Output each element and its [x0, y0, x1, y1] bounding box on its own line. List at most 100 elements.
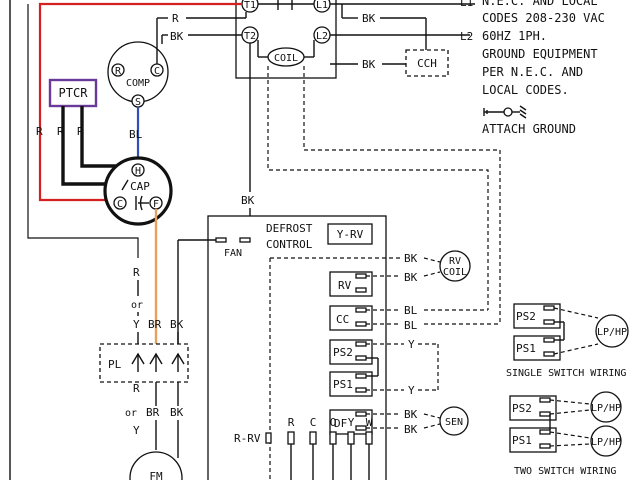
contactor-l1-terminal: L1 [313, 0, 331, 13]
svg-text:R: R [115, 66, 122, 77]
svg-text:O: O [330, 416, 337, 429]
wire-label-or-motor: or [125, 408, 137, 419]
svg-text:RV: RV [338, 279, 352, 292]
fan-terminals: FAN [215, 237, 251, 259]
contactor-t1-terminal: T1 [241, 0, 259, 13]
ptcr-label: PTCR [59, 86, 89, 100]
wire-label-bk-df2: BK [404, 423, 418, 436]
svg-text:ATTACH GROUND: ATTACH GROUND [482, 122, 576, 136]
svg-text:S: S [135, 97, 141, 108]
svg-text:LOCAL CODES.: LOCAL CODES. [482, 83, 569, 97]
svg-text:CAP: CAP [130, 180, 150, 193]
compressor-comp: COMP R C S [107, 41, 169, 108]
svg-text:FM: FM [149, 470, 163, 480]
svg-text:FAN: FAN [224, 248, 242, 259]
svg-text:C: C [310, 416, 317, 429]
supply-l1-label: L1 [460, 0, 473, 9]
wire-label-bl: BL [129, 128, 143, 141]
svg-text:T2: T2 [244, 31, 256, 42]
rv-coil: RV COIL [439, 250, 471, 282]
svg-text:PS1: PS1 [333, 378, 353, 391]
svg-text:TWO SWITCH WIRING: TWO SWITCH WIRING [514, 466, 616, 477]
defrost-title-line1: DEFROST [266, 222, 313, 235]
svg-text:SINGLE SWITCH WIRING: SINGLE SWITCH WIRING [506, 368, 626, 379]
wire-label-y-ps1: Y [408, 384, 415, 397]
wire-label-bk-motor: BK [170, 406, 184, 419]
svg-text:CCH: CCH [417, 57, 437, 70]
wire-label-r-comp: R [172, 12, 179, 25]
wire-label-bk-comp: BK [170, 30, 184, 43]
ground-symbol-icon [483, 105, 527, 119]
wire-label-or-fan: or [131, 300, 143, 311]
wire-label-bk-rv1: BK [404, 252, 418, 265]
crankcase-heater-cch: CCH [405, 49, 449, 77]
wire-label-r-fan: R [133, 266, 140, 279]
wire-label-br-motor: BR [146, 406, 160, 419]
wire-label-bk-defrost: BK [241, 194, 255, 207]
wire-label-y-ps2: Y [408, 338, 415, 351]
wire-label-bk-fan: BK [170, 318, 184, 331]
terminal-r-rv-label: R-RV [234, 432, 261, 445]
svg-text:R: R [288, 416, 295, 429]
svg-text:H: H [135, 166, 141, 177]
wire-label-bk-df1: BK [404, 408, 418, 421]
svg-text:Y-RV: Y-RV [337, 228, 364, 241]
wire-label-r-ptcr1: R [57, 125, 64, 138]
svg-text:DF: DF [334, 417, 347, 430]
svg-text:COIL: COIL [274, 53, 298, 64]
svg-text:C: C [154, 66, 160, 77]
relay-rv: RV [329, 271, 373, 297]
svg-text:CODES 208-230 VAC: CODES 208-230 VAC [482, 11, 605, 25]
terminal-df: DF [329, 409, 373, 435]
svg-text:PS1: PS1 [512, 434, 532, 447]
sensor-sen: SEN [439, 406, 469, 436]
supply-l2-label: L2 [460, 30, 473, 43]
svg-text:RV: RV [449, 256, 461, 267]
relay-cc: CC [329, 305, 373, 331]
contactor-l2-terminal: L2 [313, 26, 331, 44]
svg-text:PL: PL [108, 358, 122, 371]
svg-text:PS2: PS2 [516, 310, 536, 323]
svg-text:Y: Y [348, 416, 355, 429]
wire-label-r-left: R [36, 125, 43, 138]
svg-text:PS1: PS1 [516, 342, 536, 355]
svg-text:60HZ 1PH.: 60HZ 1PH. [482, 29, 547, 43]
wire-label-bl-cc1: BL [404, 304, 418, 317]
svg-text:L2: L2 [316, 31, 328, 42]
terminal-y-rv: Y-RV [327, 223, 373, 245]
wire-label-bk-l1: BK [362, 12, 376, 25]
svg-text:F: F [153, 199, 159, 210]
fan-motor-fm: FM [129, 451, 183, 480]
defrost-title-line2: CONTROL [266, 238, 313, 251]
svg-text:LP/HP: LP/HP [597, 327, 627, 338]
notes-block: N.E.C. AND LOCAL CODES 208-230 VAC 60HZ … [482, 0, 605, 136]
svg-text:COIL: COIL [443, 267, 467, 278]
svg-text:N.E.C. AND LOCAL: N.E.C. AND LOCAL [482, 0, 598, 8]
svg-text:W: W [366, 416, 373, 429]
capacitor-cap: CAP H C F [103, 156, 173, 226]
fan-feed-wire [27, 4, 139, 258]
wire-label-br-fan: BR [148, 318, 162, 331]
contactor-t2-terminal: T2 [241, 26, 259, 44]
svg-text:CC: CC [336, 313, 349, 326]
wire-label-y-motor: Y [133, 424, 140, 437]
svg-text:T1: T1 [244, 0, 256, 11]
svg-text:C: C [117, 199, 123, 210]
svg-text:PS2: PS2 [333, 346, 353, 359]
svg-text:PS2: PS2 [512, 402, 532, 415]
plug-pl: PL [99, 343, 189, 383]
svg-text:LP/HP: LP/HP [591, 437, 621, 448]
contactor-coil: COIL [267, 47, 305, 67]
svg-text:L1: L1 [316, 0, 328, 11]
red-wire [38, 2, 242, 202]
wire-label-y-fan: Y [133, 318, 140, 331]
svg-text:PER N.E.C. AND: PER N.E.C. AND [482, 65, 583, 79]
wire-label-bk-cch: BK [362, 58, 376, 71]
terminal-ps1: PS1 [329, 371, 373, 397]
two-switch-wiring: PS2 PS1 LP/HP LP/HP TWO SWITCH WIRING [509, 391, 622, 477]
terminal-ps2: PS2 [329, 339, 373, 365]
single-switch-wiring: PS2 PS1 LP/HP SINGLE SWITCH WIRING [506, 303, 629, 379]
wire-label-r-motor: R [133, 382, 140, 395]
svg-text:COMP: COMP [126, 78, 150, 89]
